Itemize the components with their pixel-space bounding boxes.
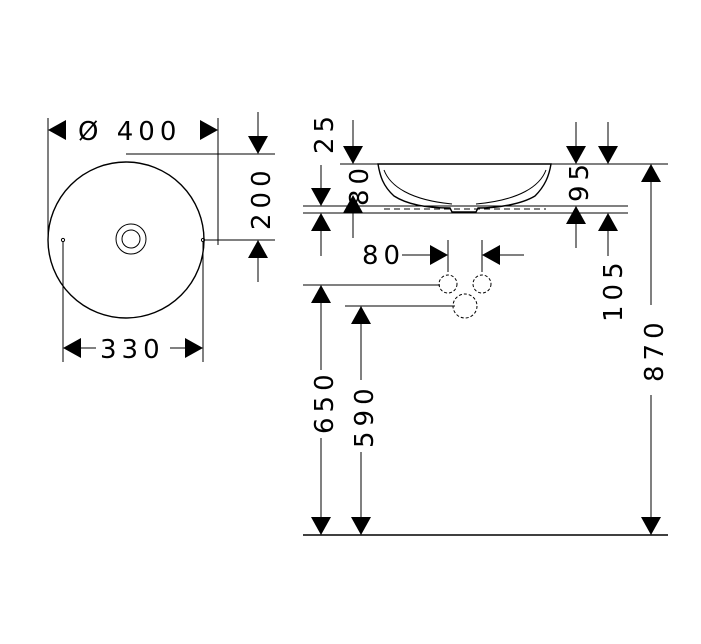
dim105-arrow-bottom <box>598 213 618 231</box>
valve-left <box>438 274 458 294</box>
dim80-label: 80 <box>345 163 375 206</box>
dim870-arrow-bottom <box>641 517 661 535</box>
basin-profile <box>377 163 552 213</box>
depth-arrow-bottom <box>248 240 268 258</box>
depth-label: 200 <box>247 165 277 230</box>
dim25-label: 25 <box>310 111 340 154</box>
dim650-arrow-bottom <box>311 517 331 535</box>
mount-hole-right <box>200 237 206 243</box>
dim650-arrow-top <box>311 285 331 303</box>
valve-right <box>472 274 492 294</box>
dim870-label: 870 <box>640 317 670 382</box>
spacing-label: 330 <box>100 335 165 365</box>
dim80-arrow-top <box>311 188 331 206</box>
basin-outline <box>47 161 205 319</box>
dim105-label: 105 <box>599 257 629 322</box>
diameter-arrow-right <box>200 120 218 140</box>
dim590-arrow-bottom <box>351 517 371 535</box>
drain-outer <box>115 223 147 255</box>
dim870-arrow-top <box>641 164 661 182</box>
dim95-arrow-top <box>566 146 586 164</box>
plan-view: Ø 400 200 330 <box>47 112 277 365</box>
spacing-arrow-left <box>63 338 81 358</box>
dim590-label: 590 <box>350 383 380 448</box>
valve-spacing-label: 80 <box>362 241 405 271</box>
drain-inner <box>121 229 141 249</box>
dim650-label: 650 <box>310 369 340 434</box>
dim95-label: 95 <box>565 159 595 202</box>
diameter-label: Ø 400 <box>78 117 181 147</box>
dim80-arrow-inner <box>343 195 363 213</box>
mount-hole-left <box>60 237 66 243</box>
valve-center <box>452 293 478 319</box>
side-view: 25 80 95 105 870 <box>303 111 670 536</box>
dim105-arrow-top <box>598 146 618 164</box>
dim95-arrow-bottom <box>566 206 586 224</box>
dim25-arrow <box>343 146 363 164</box>
dim80-arrow-bottom <box>311 213 331 231</box>
basin-inner-profile <box>383 169 547 205</box>
diameter-arrow-left <box>48 120 66 140</box>
spacing-arrow-right <box>185 338 203 358</box>
valve-arrow-left <box>430 245 448 265</box>
depth-arrow-top <box>248 136 268 154</box>
dim590-arrow-top <box>351 306 371 324</box>
valve-arrow-right <box>482 245 500 265</box>
